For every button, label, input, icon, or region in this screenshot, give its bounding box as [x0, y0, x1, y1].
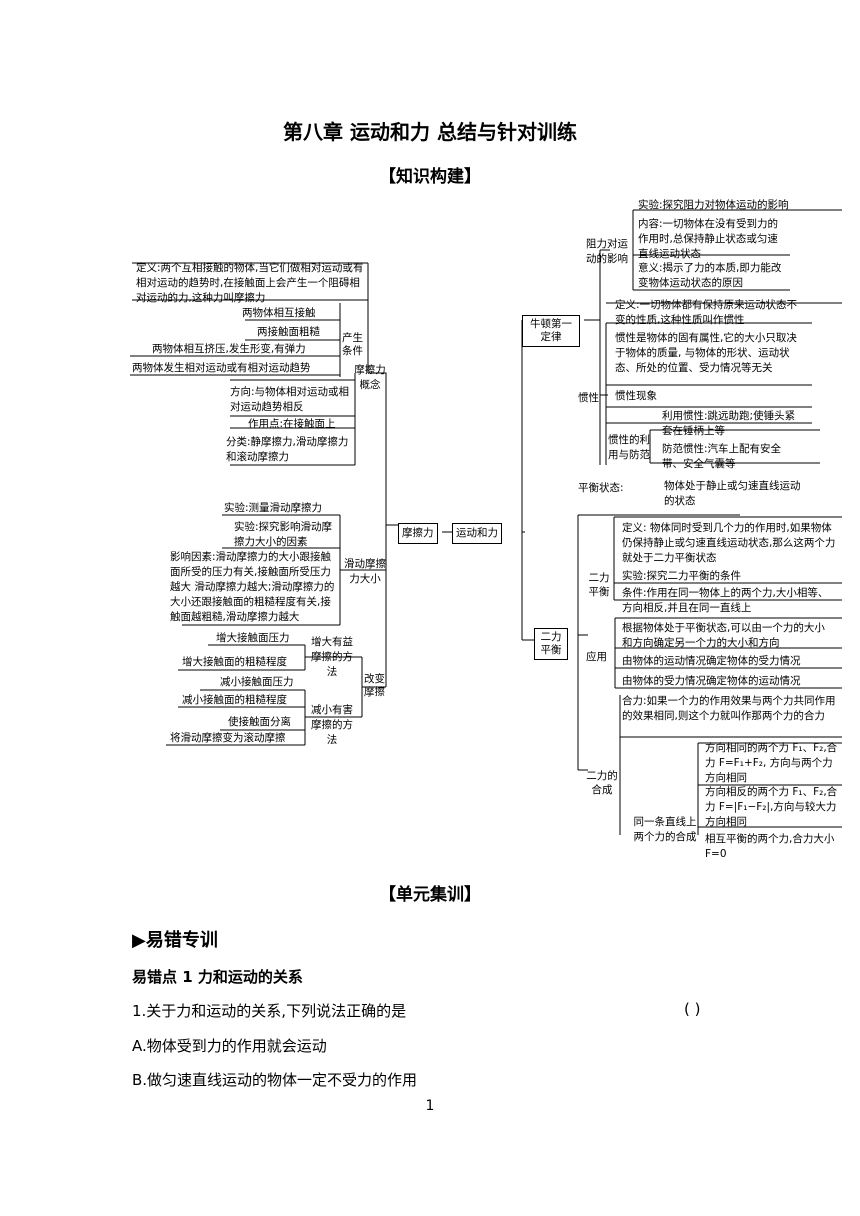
answer-paren: ( )	[684, 1000, 701, 1018]
increase-2: 增大接触面的粗糙程度	[182, 656, 287, 668]
application-1: 根据物体处于平衡状态,可以由一个力的大小和方向确定另一个力的大小和方向	[622, 622, 825, 649]
inertia-prevent: 防范惯性:汽车上配有安全带、安全气囊等	[662, 443, 782, 470]
use-bracket	[649, 429, 820, 464]
change-link	[305, 525, 387, 718]
balance-definition: 定义: 物体同时受到几个力的作用时,如果物体仍保持静止或匀速直线运动状态,那么这…	[622, 522, 836, 564]
inertia-label: 惯性	[578, 392, 599, 404]
increase-label: 增大有益摩擦的方法	[311, 636, 353, 678]
knowledge-mindmap: 定义:两个互相接触的物体,当它们做相对运动或有相对运动的趋势时,在接触面上会产生…	[130, 195, 842, 865]
balance-node: 二力平衡	[534, 628, 568, 660]
app-lines	[614, 617, 842, 689]
page-title: 第八章 运动和力 总结与针对训练	[283, 120, 577, 144]
decrease-label: 减小有害摩擦的方法	[311, 704, 353, 746]
application-3: 由物体的受力情况确定物体的运动情况	[622, 675, 801, 687]
increase-1: 增大接触面压力	[216, 632, 290, 644]
concept-lines	[230, 379, 355, 466]
friction-types: 分类:静摩擦力,滑动摩擦力和滚动摩擦力	[226, 436, 349, 463]
exp-factor: 实验:探究影响滑动摩擦力大小的因素	[234, 521, 333, 548]
friction-definition: 定义:两个互相接触的物体,当它们做相对运动或有相对运动的趋势时,在接触面上会产生…	[136, 262, 364, 304]
composition-lines	[619, 695, 842, 835]
decrease-2: 减小接触面的粗糙程度	[182, 694, 287, 706]
balance-state-label: 平衡状态:	[578, 482, 624, 494]
friction-node: 摩擦力	[398, 523, 438, 544]
exp-measure: 实验:测量滑动摩擦力	[224, 502, 323, 514]
balance-state-definition: 物体处于静止或匀速直线运动的状态	[664, 480, 801, 507]
newton-node: 牛顿第一定律	[522, 315, 580, 347]
mindmap-connectors	[130, 209, 842, 835]
inertia-definition: 定义:一切物体都有保持原来运动状态不变的性质,这种性质叫作惯性	[615, 299, 798, 326]
friction-concept-label: 摩擦力概念	[354, 364, 386, 391]
balance-condition: 条件:作用在同一物体上的两个力,大小相等、方向相反,并且在同一直线上	[622, 587, 829, 614]
condition-lines	[130, 319, 340, 376]
two-force-balance-label: 二力平衡	[588, 572, 610, 598]
condition-1: 两物体相互接触	[242, 307, 316, 319]
opposite-direction: 方向相反的两个力 F₁、F₂,合力 F=|F₁−F₂|,方向与较大力方向相同	[705, 786, 838, 828]
resist-bracket	[632, 209, 842, 291]
concept-link	[368, 372, 387, 525]
condition-4: 两物体发生相对运动或有相对运动趋势	[132, 362, 311, 374]
friction-factors: 影响因素:滑动摩擦力的大小跟接触面所受的压力有关,接触面所受压力越大 滑动摩擦力…	[170, 551, 335, 623]
decrease-4: 将滑动摩擦变为滚动摩擦	[170, 732, 286, 744]
sliding-lines	[182, 514, 340, 626]
exp-resistance: 实验:探究阻力对物体运动的影响	[638, 199, 789, 211]
newton-meaning: 意义:揭示了力的本质,即力能改变物体运动状态的原因	[638, 262, 782, 289]
section-unit-heading: 【单元集训】	[379, 885, 481, 905]
decrease-1: 减小接触面压力	[220, 676, 294, 688]
page-number: 1	[425, 1098, 435, 1114]
inertia-property: 惯性是物体的固有属性,它的大小只取决于物体的质量, 与物体的形状、运动状态、所处…	[615, 332, 797, 374]
newton-content: 内容:一切物体在没有受到力的作用时,总保持静止状态或匀速直线运动状态	[638, 218, 779, 260]
composition-label: 二力的合成	[586, 770, 618, 796]
application-2: 由物体的运动情况确定物体的受力情况	[622, 655, 801, 667]
change-lines	[166, 644, 305, 746]
inertia-use: 利用惯性:跳远助跑;使锤头紧套在锤柄上等	[662, 410, 796, 437]
point-heading: 易错点 1 力和运动的关系	[132, 968, 303, 986]
same-line-label: 同一条直线上两个力的合成	[633, 816, 697, 843]
inertia-lines	[605, 302, 842, 465]
question-1: 1.关于力和运动的关系,下列说法正确的是	[132, 1002, 407, 1020]
two-force-lines	[613, 516, 842, 601]
condition-3: 两物体相互挤压,发生形变,有弹力	[152, 343, 306, 355]
section-knowledge-heading: 【知识构建】	[379, 167, 481, 187]
resistance-label: 阻力对运动的影响	[586, 238, 628, 265]
same-direction: 方向相同的两个力 F₁、F₂,合力 F=F₁+F₂, 方向与两个力方向相同	[705, 742, 838, 784]
balance-experiment: 实验:探究二力平衡的条件	[622, 570, 742, 582]
sliding-size-label: 滑动摩擦力大小	[344, 558, 386, 585]
friction-direction: 方向:与物体相对运动或相对运动趋势相反	[230, 386, 350, 413]
inertia-phenomenon: 惯性现象	[615, 390, 657, 402]
balance-bracket	[577, 514, 740, 771]
center-node: 运动和力	[452, 523, 502, 544]
change-friction-label: 改变摩擦	[364, 673, 385, 698]
subsection-heading: ▶易错专训	[132, 930, 218, 951]
friction-point: 作用点:在接触面上	[248, 418, 336, 430]
balanced-forces: 相互平衡的两个力,合力大小 F=0	[705, 833, 835, 860]
option-b: B.做匀速直线运动的物体一定不受力的作用	[132, 1071, 418, 1089]
decrease-3: 使接触面分离	[228, 716, 291, 728]
application-label: 应用	[586, 651, 607, 663]
condition-2: 两接触面粗糙	[257, 326, 320, 338]
friction-left	[385, 463, 398, 526]
inertia-use-label: 惯性的利用与防范	[608, 434, 650, 461]
resultant-definition: 合力:如果一个力的作用效果与两个力共同作用的效果相同,则这个力就叫作那两个力的合…	[622, 695, 836, 722]
center-branches	[442, 319, 550, 641]
option-a: A.物体受到力的作用就会运动	[132, 1037, 327, 1055]
newton-bracket	[584, 249, 610, 465]
produce-condition-label: 产生条件	[342, 332, 363, 357]
def-underlines	[132, 262, 368, 301]
